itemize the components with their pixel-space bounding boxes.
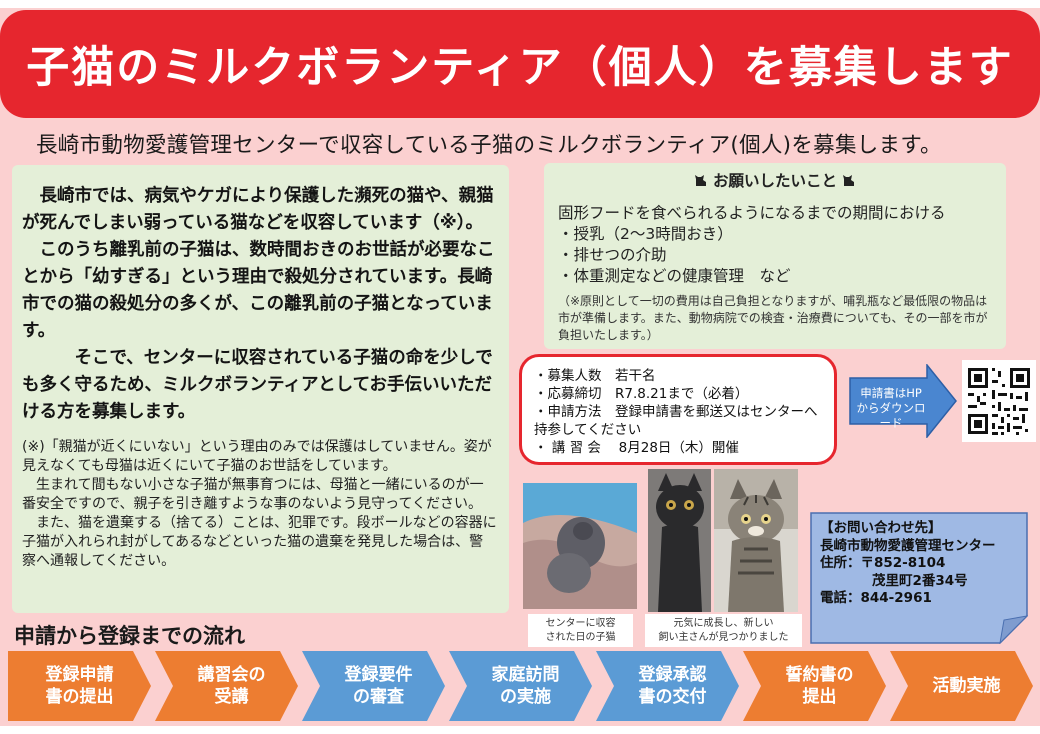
cat-icon	[694, 175, 706, 186]
flow-step-line: 登録申請	[45, 665, 114, 685]
requests-item: ・体重測定などの健康管理 など	[558, 267, 791, 285]
flow-step-label: 誓約書の提出	[776, 664, 854, 708]
flow-step-chevron	[596, 651, 739, 721]
page-title: 子猫のミルクボランティア（個人）を募集します	[26, 43, 1014, 93]
download-arrow-line: 申請書はHP	[860, 386, 922, 400]
caption-line: 元気に成長し、新しい	[673, 618, 774, 629]
flow-step-line: 書の交付	[638, 687, 707, 707]
flow-step-chevron	[302, 651, 445, 721]
requests-item: 固形フードを食べられるようになるまでの期間における	[558, 204, 946, 222]
caption-line: センターに収容	[545, 618, 616, 629]
flow-step-line: 活動実施	[932, 676, 1001, 696]
flow-step: 登録承認書の交付	[596, 651, 739, 721]
flow-step-line: 家庭訪問	[491, 665, 560, 685]
flow-step-label: 活動実施	[923, 675, 1001, 697]
contact-note: 【お問い合わせ先】 長崎市動物愛護管理センター 住所：〒852-8104 茂里町…	[810, 512, 1028, 644]
flow-step: 登録申請書の提出	[8, 651, 151, 721]
note-paragraph: 生まれて間もない小さな子猫が無事育つには、母猫と一緒にいるのが一番安全ですので、…	[22, 477, 484, 512]
description-note: (※)「親猫が近くにいない」という理由のみでは保護はしていません。姿が見えなくて…	[22, 438, 497, 571]
contact-address: 住所：〒852-8104	[820, 555, 946, 571]
requests-panel: お願いしたいこと 固形フードを食べられるようになるまでの期間における ・授乳（2…	[544, 163, 1006, 349]
flow-step-label: 登録承認書の交付	[629, 664, 707, 708]
arrow-right-icon	[849, 362, 957, 440]
download-arrow-line: からダウンロード	[856, 401, 926, 430]
kitten-photo-tabby	[714, 469, 798, 612]
flow-step-line: 講習会の	[197, 665, 266, 685]
requests-item: ・授乳（2～3時間おき）	[558, 225, 733, 243]
requests-heading-text: お願いしたいこと	[712, 172, 837, 190]
requests-heading: お願いしたいこと	[558, 169, 992, 191]
flow-step: 誓約書の提出	[743, 651, 886, 721]
caption-line: された日の子猫	[545, 632, 616, 643]
flow-step-line: 書の提出	[45, 687, 114, 707]
download-arrow[interactable]: 申請書はHP からダウンロード	[849, 362, 957, 440]
note-paragraph: (※)「親猫が近くにいない」という理由のみでは保護はしていません。姿が見えなくて…	[22, 439, 492, 474]
flow-step: 活動実施	[890, 651, 1033, 721]
photo-caption-adopted: 元気に成長し、新しい 飼い主さんが見つかりました	[645, 614, 802, 647]
flow-step-line: 登録要件	[344, 665, 413, 685]
flow-step-chevron	[743, 651, 886, 721]
info-line: ・ 講 習 会 8月28日（木）開催	[534, 440, 739, 456]
kitten-photo-black	[648, 469, 711, 612]
note-paragraph: また、猫を遺棄する（捨てる）ことは、犯罪です。段ボールなどの容器に子猫が入れられ…	[22, 515, 497, 569]
kitten-photo-image	[648, 469, 711, 612]
flow-step-label: 家庭訪問の実施	[482, 664, 560, 708]
caption-line: 飼い主さんが見つかりました	[658, 632, 789, 643]
description-paragraph: そこで、センターに収容されている子猫の命を少しでも多く守るため、ミルクボランティ…	[22, 348, 493, 422]
title-banner: 子猫のミルクボランティア（個人）を募集します	[0, 10, 1040, 118]
flow-step: 講習会の受講	[155, 651, 298, 721]
contact-address-line2: 茂里町2番34号	[872, 572, 968, 589]
kitten-photo-rescued	[523, 483, 637, 609]
photo-caption-rescued: センターに収容 された日の子猫	[528, 614, 633, 647]
flow-step-chevron	[449, 651, 592, 721]
requests-note: （※原則として一切の費用は自己負担となりますが、哺乳瓶など最低限の物品は市が準備…	[558, 294, 988, 342]
kitten-photo-image	[523, 483, 637, 609]
flow-step: 家庭訪問の実施	[449, 651, 592, 721]
flow-step-line: の審査	[353, 687, 404, 707]
flow-step-line: の実施	[500, 687, 551, 707]
process-flow: 登録申請書の提出 講習会の受講 登録要件の審査 家庭訪問の実施 登録承認書の交付 誓約書の…	[8, 651, 1038, 721]
kitten-photo-image	[714, 469, 798, 612]
requests-item: ・排せつの介助	[558, 246, 667, 264]
recruitment-info-box: ・募集人数 若干名 ・応募締切 R7.8.21まで（必着） ・申請方法 登録申請…	[519, 354, 837, 465]
info-line: ・応募締切 R7.8.21まで（必着）	[534, 386, 749, 402]
flow-step-label: 登録申請書の提出	[46, 664, 114, 708]
subtitle: 長崎市動物愛護管理センターで収容している子猫のミルクボランティア(個人)を募集し…	[36, 133, 942, 158]
description-paragraph: このうち離乳前の子猫は、数時間おきのお世話が必要なことから「幼すぎる」という理由…	[22, 240, 495, 341]
qr-code-icon	[962, 360, 1036, 442]
flow-step-line: 登録承認	[638, 665, 707, 685]
description-main: 長崎市では、病気やケガにより保護した瀕死の猫や、親猫が死んでしまい弱っている猫な…	[22, 183, 497, 426]
info-line: ・申請方法 登録申請書を郵送又はセンターへ持参してください	[534, 404, 818, 438]
qr-code[interactable]	[962, 360, 1036, 442]
flow-step-label: 登録要件の審査	[335, 664, 413, 708]
description-paragraph: 長崎市では、病気やケガにより保護した瀕死の猫や、親猫が死んでしまい弱っている猫な…	[22, 186, 494, 233]
contact-heading: 【お問い合わせ先】	[820, 520, 942, 536]
flow-step-line: 受講	[214, 687, 249, 707]
download-arrow-label: 申請書はHP からダウンロード	[855, 386, 927, 431]
flow-step: 登録要件の審査	[302, 651, 445, 721]
info-line: ・募集人数 若干名	[534, 368, 656, 384]
flow-step-line: 提出	[802, 687, 837, 707]
contact-text: 【お問い合わせ先】 長崎市動物愛護管理センター 住所：〒852-8104 茂里町…	[820, 520, 996, 608]
flow-step-line: 誓約書の	[785, 665, 854, 685]
flow-step-chevron	[8, 651, 151, 721]
flow-step-label: 講習会の受講	[188, 664, 266, 708]
flow-title: 申請から登録までの流れ	[14, 624, 245, 648]
contact-phone: 電話：844-2961	[820, 590, 932, 606]
contact-org: 長崎市動物愛護管理センター	[820, 537, 996, 554]
cat-icon	[843, 175, 855, 186]
description-panel: 長崎市では、病気やケガにより保護した瀕死の猫や、親猫が死んでしまい弱っている猫な…	[12, 165, 509, 613]
requests-list: 固形フードを食べられるようになるまでの期間における ・授乳（2～3時間おき） ・…	[558, 203, 992, 287]
note-shape	[810, 512, 1028, 644]
flow-step-chevron	[155, 651, 298, 721]
flow-step-chevron	[890, 651, 1033, 721]
